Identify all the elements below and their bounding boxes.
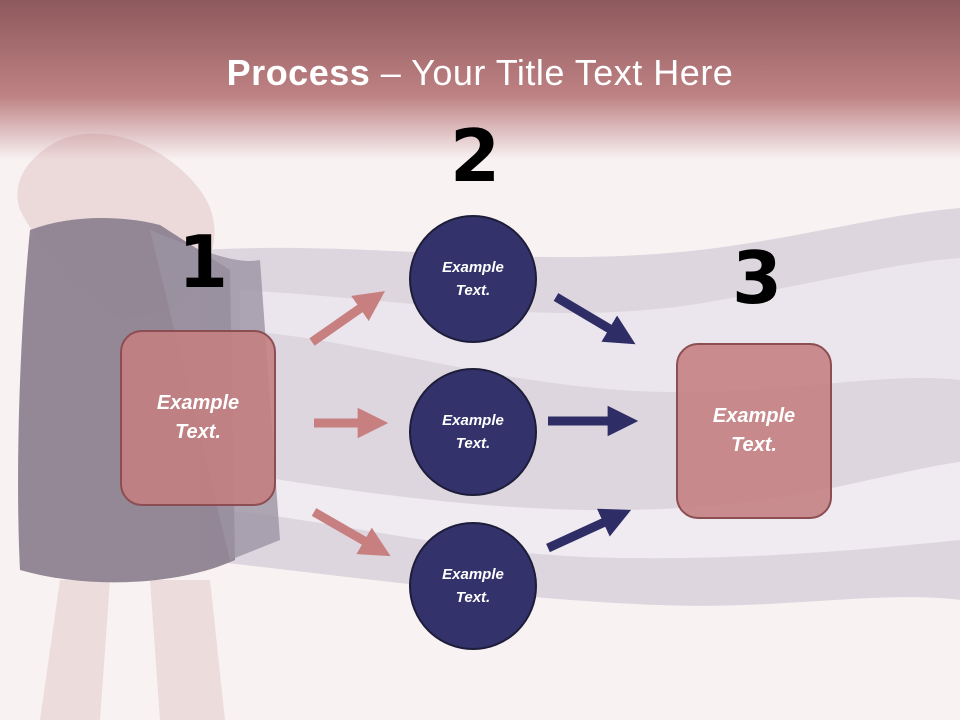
circle-top-line2: Text. (455, 282, 491, 299)
arrow-top-to-right (553, 293, 636, 345)
step-number-2[interactable]: 2 (450, 114, 501, 198)
title-bold: Process (226, 52, 371, 93)
circle-middle-line1: Example (442, 412, 504, 429)
arrow-bottom-to-right (546, 508, 632, 553)
title-rest: – Your Title Text Here (370, 52, 734, 93)
left-box[interactable]: Example Text. (120, 330, 276, 506)
step-number-3[interactable]: 3 (732, 236, 783, 320)
arrow-left-to-top (309, 290, 386, 346)
circle-top[interactable]: Example Text. (409, 215, 537, 343)
right-box[interactable]: Example Text. (676, 343, 832, 519)
arrow-left-to-bottom (311, 508, 391, 557)
circle-middle[interactable]: Example Text. (409, 368, 537, 496)
circle-bottom-line2: Text. (455, 589, 491, 606)
circle-middle-line2: Text. (455, 435, 491, 452)
title-band (0, 0, 960, 160)
left-box-line1: Example (156, 392, 240, 414)
right-box-line2: Text. (731, 434, 777, 456)
slide-title[interactable]: Process – Your Title Text Here (0, 52, 960, 94)
right-box-line1: Example (712, 405, 796, 427)
left-box-line2: Text. (175, 421, 221, 443)
circle-bottom-line1: Example (442, 566, 504, 583)
step-number-1[interactable]: 1 (178, 220, 229, 304)
circle-bottom[interactable]: Example Text. (409, 522, 537, 650)
circle-top-line1: Example (442, 259, 504, 276)
